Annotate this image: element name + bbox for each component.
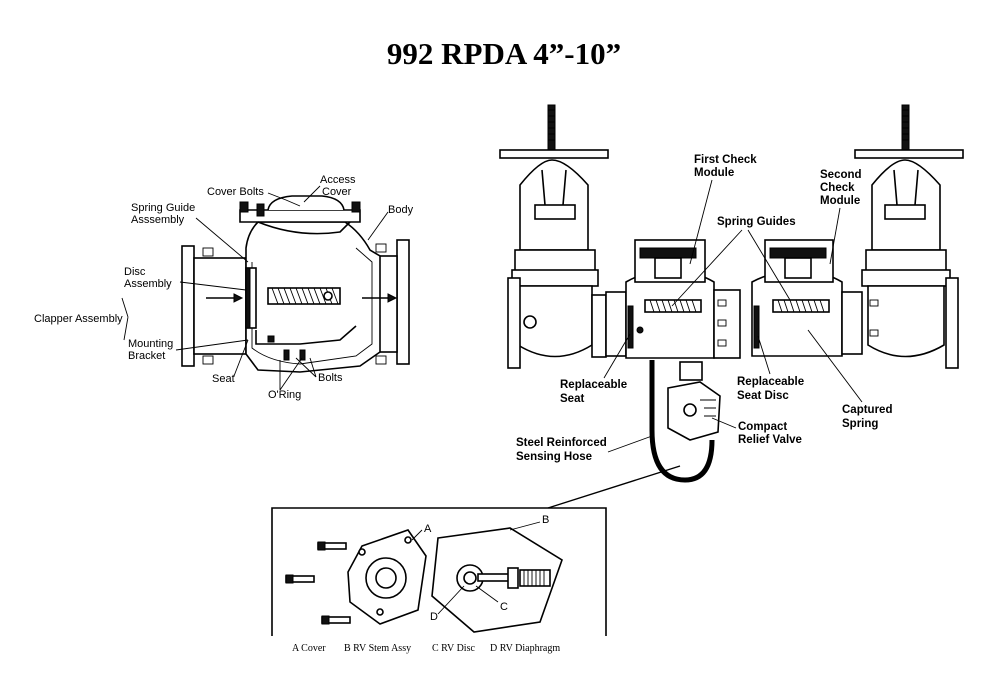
caption-a-cover: A Cover xyxy=(292,643,326,654)
detail-inset xyxy=(271,507,607,636)
assembly-leaders xyxy=(547,179,863,509)
label-second-check-3: Module xyxy=(820,195,860,207)
label-spring-guides: Spring Guides xyxy=(717,216,796,228)
cross-section-leaders xyxy=(121,185,389,391)
label-compact-relief-2: Relief Valve xyxy=(738,434,802,446)
label-seat: Seat xyxy=(212,373,235,385)
cross-section-drawing xyxy=(181,195,410,373)
label-bolts: Bolts xyxy=(318,372,343,384)
label-access-cover-2: Cover xyxy=(322,186,352,198)
label-second-check: Second xyxy=(820,169,862,181)
assembly-drawing xyxy=(499,104,964,483)
label-disc: Disc xyxy=(124,266,146,278)
assembly-labels: First Check Module Second Check Module S… xyxy=(516,154,892,463)
page-title: 992 RPDA 4”-10” xyxy=(386,36,622,71)
part-letter-a: A xyxy=(424,523,432,535)
label-spring-guide-2: Asssembly xyxy=(131,214,185,226)
cross-section-labels: Access Cover Cover Bolts Body Spring Gui… xyxy=(34,174,414,401)
label-mounting: Mounting xyxy=(128,338,173,350)
label-disc-2: Assembly xyxy=(124,278,172,290)
label-mounting-2: Bracket xyxy=(128,350,165,362)
label-captured-spring-2: Spring xyxy=(842,418,878,430)
label-clapper-assembly: Clapper Assembly xyxy=(34,313,123,325)
part-letter-d: D xyxy=(430,611,438,623)
label-sensing-hose-2: Sensing Hose xyxy=(516,451,592,463)
label-replaceable-seat-disc: Replaceable xyxy=(737,376,804,388)
label-second-check-2: Check xyxy=(820,182,855,194)
caption-d-diaphragm: D RV Diaphragm xyxy=(490,643,560,654)
label-first-check: First Check xyxy=(694,154,757,166)
label-replaceable-seat-2: Seat xyxy=(560,393,584,405)
label-cover-bolts: Cover Bolts xyxy=(207,186,264,198)
label-o-ring: O'Ring xyxy=(268,389,301,401)
label-spring-guide: Spring Guide xyxy=(131,202,195,214)
caption-c-disc: C RV Disc xyxy=(432,643,475,654)
label-replaceable-seat: Replaceable xyxy=(560,379,627,391)
label-access-cover: Access xyxy=(320,174,356,186)
part-letter-b: B xyxy=(542,514,549,526)
label-compact-relief: Compact xyxy=(738,421,787,433)
detail-labels: A B C D A Cover B RV Stem Assy C RV Disc… xyxy=(292,514,560,654)
label-replaceable-seat-disc-2: Seat Disc xyxy=(737,390,789,402)
label-sensing-hose: Steel Reinforced xyxy=(516,437,607,449)
caption-b-stem: B RV Stem Assy xyxy=(344,643,411,654)
label-first-check-2: Module xyxy=(694,167,734,179)
part-letter-c: C xyxy=(500,601,508,613)
label-body: Body xyxy=(388,204,414,216)
label-captured-spring: Captured xyxy=(842,404,892,416)
